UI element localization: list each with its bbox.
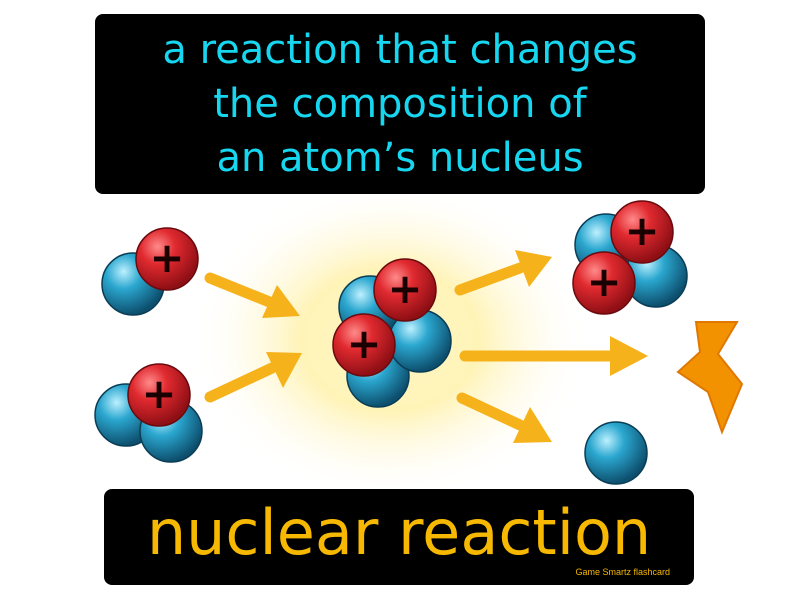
arrow-top-right (454, 250, 552, 296)
brand-caption: Game Smartz flashcard (575, 567, 670, 577)
proton-plus-sign: + (387, 264, 422, 313)
proton-plus-sign: + (149, 233, 184, 282)
proton-plus-sign: + (624, 206, 659, 255)
proton-plus-sign: + (586, 257, 621, 306)
definition-line-1: a reaction that changes (162, 27, 638, 73)
proton-top-left: + (135, 227, 199, 291)
proton-plus-sign: + (141, 369, 176, 418)
definition-line-2: the composition of (213, 81, 587, 127)
term-title: nuclear reaction (146, 496, 652, 569)
arrow-bottom-right (456, 392, 552, 443)
lightning-bolt-icon (676, 321, 744, 435)
definition-line-3: an atom’s nucleus (216, 135, 584, 181)
proton-center-a: + (373, 258, 437, 322)
definition-box: a reaction that changes the composition … (95, 14, 705, 194)
arrows (204, 250, 648, 443)
proton-center-b: + (332, 313, 396, 377)
particles: ++++++ (94, 200, 688, 485)
arrow-top-left (204, 272, 300, 318)
neutron-released (584, 421, 648, 485)
proton-product-a: + (610, 200, 674, 264)
proton-bottom-left: + (127, 363, 191, 427)
proton-plus-sign: + (346, 319, 381, 368)
arrow-bottom-left (204, 352, 302, 403)
term-box: nuclear reaction Game Smartz flashcard (104, 489, 694, 585)
arrow-middle-right (459, 336, 648, 376)
proton-product-b: + (572, 251, 636, 315)
